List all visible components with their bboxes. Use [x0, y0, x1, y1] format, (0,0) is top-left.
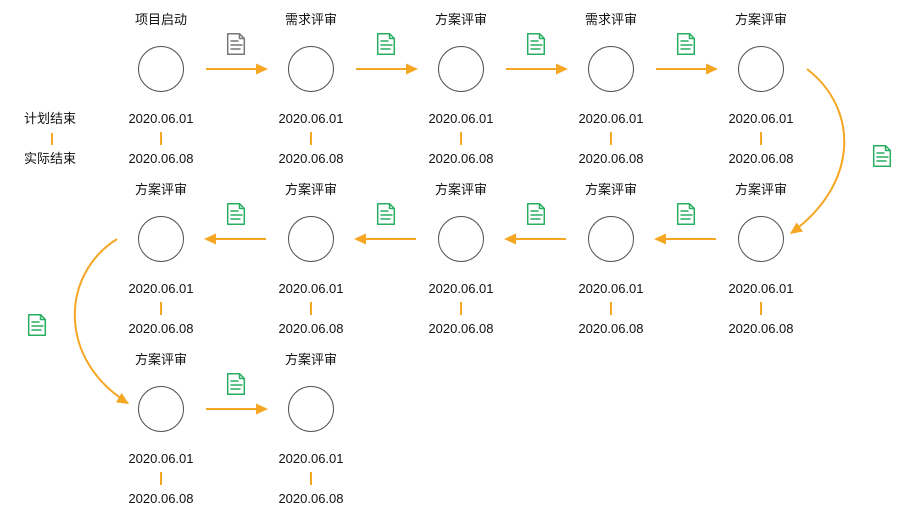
node-title: 项目启动 — [134, 12, 187, 27]
node-actual-date: 2020.06.08 — [128, 321, 194, 336]
document-icon-green[interactable] — [526, 202, 546, 226]
node-title: 方案评审 — [134, 352, 187, 367]
arrowhead — [504, 233, 516, 245]
milestone-node-circle[interactable] — [138, 46, 184, 92]
arrowhead — [115, 393, 129, 404]
node-actual-date: 2020.06.08 — [728, 321, 794, 336]
document-icon-green[interactable] — [376, 32, 396, 56]
node-title: 需求评审 — [284, 12, 337, 27]
node-actual-date: 2020.06.08 — [128, 151, 194, 166]
arrowhead — [354, 233, 366, 245]
milestone-node-circle[interactable] — [588, 216, 634, 262]
node-title: 方案评审 — [584, 182, 637, 197]
milestone-node-circle[interactable] — [438, 46, 484, 92]
milestone-node-circle[interactable] — [738, 46, 784, 92]
node-title: 方案评审 — [134, 182, 187, 197]
node-date-connector-tick — [610, 132, 612, 145]
document-icon-green[interactable] — [676, 32, 696, 56]
node-title: 方案评审 — [284, 182, 337, 197]
milestone-node-circle[interactable] — [738, 216, 784, 262]
legend-actual-end-label: 实际结束 — [24, 151, 77, 166]
node-date-connector-tick — [310, 302, 312, 315]
document-icon-green[interactable] — [27, 313, 47, 337]
node-plan-date: 2020.06.01 — [728, 111, 794, 126]
document-icon-green[interactable] — [676, 202, 696, 226]
document-icon-green[interactable] — [376, 202, 396, 226]
node-date-connector-tick — [460, 302, 462, 315]
node-date-connector-tick — [310, 472, 312, 485]
node-actual-date: 2020.06.08 — [128, 491, 194, 506]
milestone-node-circle[interactable] — [288, 386, 334, 432]
arrowhead — [654, 233, 666, 245]
node-date-connector-tick — [160, 132, 162, 145]
milestone-node-circle[interactable] — [138, 216, 184, 262]
node-actual-date: 2020.06.08 — [428, 151, 494, 166]
node-plan-date: 2020.06.01 — [128, 111, 194, 126]
node-plan-date: 2020.06.01 — [278, 111, 344, 126]
milestone-node-circle[interactable] — [138, 386, 184, 432]
node-title: 方案评审 — [434, 182, 487, 197]
node-actual-date: 2020.06.08 — [428, 321, 494, 336]
document-icon-green[interactable] — [226, 372, 246, 396]
flow-curve-arrow — [790, 68, 846, 234]
node-plan-date: 2020.06.01 — [278, 281, 344, 296]
node-date-connector-tick — [160, 472, 162, 485]
node-date-connector-tick — [760, 302, 762, 315]
milestone-node-circle[interactable] — [438, 216, 484, 262]
node-plan-date: 2020.06.01 — [278, 451, 344, 466]
arrowhead — [256, 63, 268, 75]
node-title: 方案评审 — [734, 12, 787, 27]
arrowhead — [204, 233, 216, 245]
node-title: 需求评审 — [584, 12, 637, 27]
node-plan-date: 2020.06.01 — [428, 281, 494, 296]
milestone-node-circle[interactable] — [288, 46, 334, 92]
arrowhead — [790, 222, 803, 234]
node-date-connector-tick — [460, 132, 462, 145]
legend-connector-tick — [51, 133, 53, 145]
node-actual-date: 2020.06.08 — [728, 151, 794, 166]
node-plan-date: 2020.06.01 — [128, 451, 194, 466]
node-date-connector-tick — [160, 302, 162, 315]
node-actual-date: 2020.06.08 — [278, 151, 344, 166]
document-icon-gray[interactable] — [226, 32, 246, 56]
flow-curve-arrow — [73, 238, 129, 404]
document-icon-green[interactable] — [872, 144, 892, 168]
node-plan-date: 2020.06.01 — [578, 281, 644, 296]
node-actual-date: 2020.06.08 — [578, 321, 644, 336]
node-title: 方案评审 — [434, 12, 487, 27]
document-icon-green[interactable] — [526, 32, 546, 56]
node-actual-date: 2020.06.08 — [578, 151, 644, 166]
node-actual-date: 2020.06.08 — [278, 491, 344, 506]
arrowhead — [706, 63, 718, 75]
milestone-node-circle[interactable] — [288, 216, 334, 262]
node-actual-date: 2020.06.08 — [278, 321, 344, 336]
node-plan-date: 2020.06.01 — [128, 281, 194, 296]
milestone-node-circle[interactable] — [588, 46, 634, 92]
node-plan-date: 2020.06.01 — [728, 281, 794, 296]
node-title: 方案评审 — [284, 352, 337, 367]
arrowhead — [406, 63, 418, 75]
node-plan-date: 2020.06.01 — [578, 111, 644, 126]
node-plan-date: 2020.06.01 — [428, 111, 494, 126]
legend-plan-end-label: 计划结束 — [24, 111, 77, 126]
node-date-connector-tick — [610, 302, 612, 315]
arrowhead — [556, 63, 568, 75]
node-date-connector-tick — [310, 132, 312, 145]
node-date-connector-tick — [760, 132, 762, 145]
node-title: 方案评审 — [734, 182, 787, 197]
arrowhead — [256, 403, 268, 415]
document-icon-green[interactable] — [226, 202, 246, 226]
